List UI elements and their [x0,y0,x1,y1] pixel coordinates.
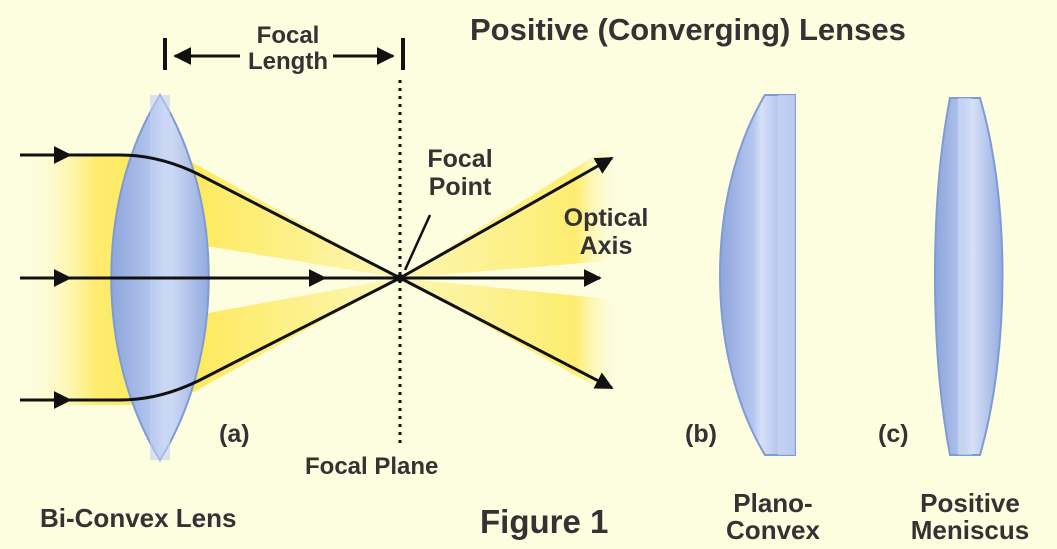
converging-light-cone-bottom [170,278,400,405]
figure-title: Positive (Converging) Lenses [470,12,906,47]
panel-c-caption: Positive Meniscus [895,490,1045,543]
optical-axis-label: Optical Axis [540,206,672,259]
focal-point-label-line-2: Point [428,173,492,201]
panel-a-letter: (a) [219,420,250,448]
focal-length-label: Focal Length [238,24,338,74]
panel-b-caption: Plano- Convex [718,490,828,543]
focal-length-label-line-2: Length [248,48,328,75]
panel-c-caption-line-2: Meniscus [910,515,1030,545]
focal-plane-label: Focal Plane [305,453,439,480]
plano-convex-lens-flat-face [778,95,795,455]
panel-c-letter: (c) [878,420,909,448]
ray-bottom-exit [399,156,614,280]
panel-b-caption-line-1: Plano- [733,488,813,518]
panel-b-letter: (b) [685,420,717,448]
panel-a-caption: Bi-Convex Lens [40,503,237,533]
focal-point [396,274,404,282]
focal-point-pointer [403,214,432,271]
panel-c-caption-line-1: Positive [920,488,1020,518]
focal-point-label-line-1: Focal [427,145,493,173]
positive-meniscus-lens-center [958,98,972,455]
diverging-light-cone-bottom [400,278,620,400]
focal-point-label: Focal Point [410,147,510,200]
ray-bottom-path [70,276,401,402]
plano-convex-lens [719,94,796,456]
ray-top-exit [399,276,614,390]
figure-number: Figure 1 [480,503,609,540]
ray-top-path [70,153,401,280]
diverging-light-cone-top [400,140,620,278]
panel-b-caption-line-2: Convex [726,515,820,545]
optical-axis-label-line-1: Optical [563,204,649,232]
focal-length-label-line-1: Focal [256,22,320,49]
converging-light-cone-top [170,150,400,278]
optical-axis-label-line-2: Axis [579,232,633,260]
